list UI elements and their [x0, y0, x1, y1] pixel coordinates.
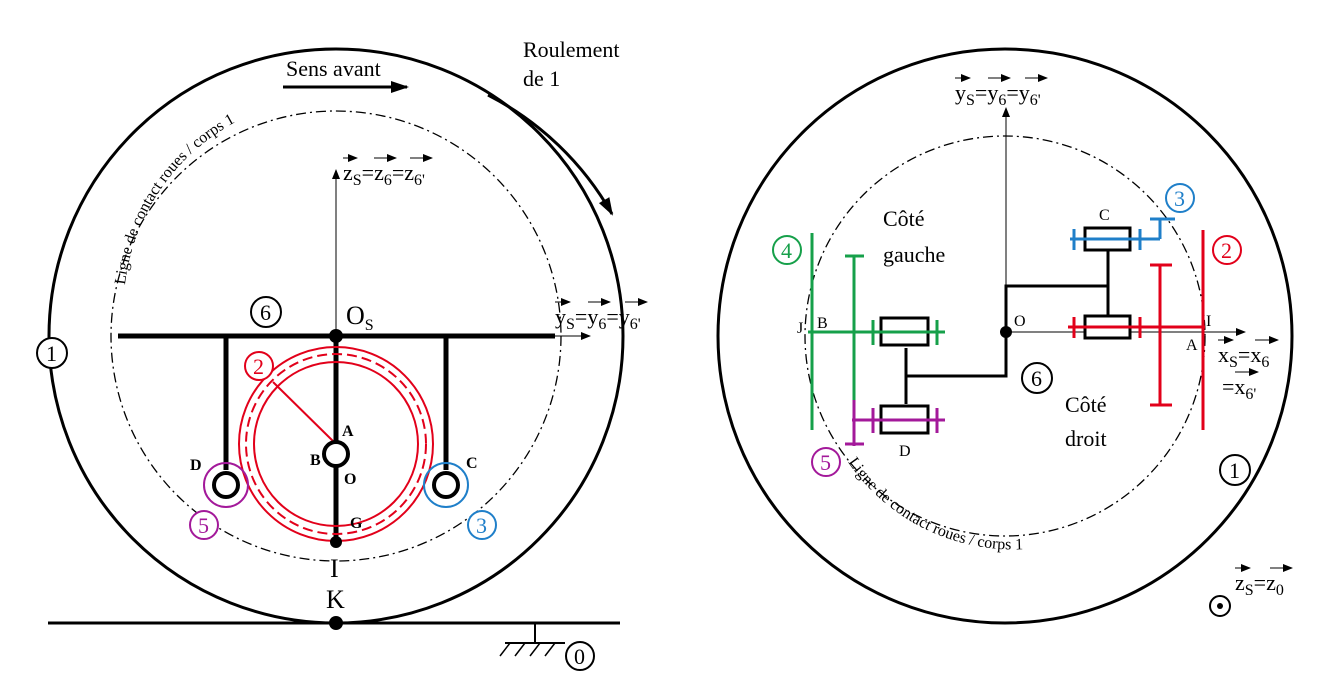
part-3-badge-right — [1165, 183, 1195, 213]
part-2-badge — [244, 351, 274, 381]
body-1-circle-right — [716, 47, 1294, 625]
point-o-right — [1000, 326, 1012, 338]
part-6-badge — [250, 296, 282, 328]
part-0-badge — [565, 641, 595, 671]
pt-a-label: A — [342, 423, 354, 440]
pt-j-label-right: J — [797, 320, 803, 337]
pt-a-label-right: A — [1186, 337, 1198, 354]
axis-y-label-right: yS=y6=y6' — [955, 80, 1041, 109]
part-2-badge-right — [1212, 235, 1242, 265]
part-3-shaft — [1070, 217, 1175, 250]
part-6-label-right: 6 — [1031, 366, 1042, 391]
roller-c-ring — [423, 462, 469, 508]
part-3-label: 3 — [476, 513, 487, 538]
contact-line-circle-right — [804, 135, 1206, 537]
pt-b-label-right: B — [817, 315, 828, 332]
pt-o-label-right: O — [1014, 313, 1026, 330]
part-6-badge-right — [1021, 362, 1053, 394]
cote-droit-line1: Côté — [1065, 392, 1107, 417]
part-5-badge-right — [811, 447, 841, 477]
part-1-badge-right — [1219, 454, 1251, 486]
part-1-label: 1 — [46, 341, 57, 366]
roller-d — [212, 471, 240, 499]
part-4-shaft — [808, 233, 945, 430]
cote-gauche-line1: Côté — [883, 206, 925, 231]
axis-z-label: zS=z6=z6' — [343, 160, 425, 189]
pt-d-label: D — [190, 457, 202, 474]
roulement-label-1: Roulement — [523, 37, 620, 62]
pt-g-label: G — [350, 515, 363, 532]
wheel-2-inner — [253, 361, 419, 527]
part-3-label-right: 3 — [1174, 186, 1185, 211]
point-os-label: OS — [346, 301, 374, 334]
sens-avant-label: Sens avant — [286, 56, 381, 81]
pt-k-label: K — [326, 585, 345, 614]
pt-o-label: O — [344, 471, 356, 488]
part-2-label: 2 — [253, 354, 264, 379]
right-figure: yS=y6=y6' xS=x6 =x6' zS=z0 Côté gauche C… — [716, 47, 1294, 625]
left-figure: Sens avant Roulement de 1 Ligne de conta… — [36, 37, 648, 671]
point-g — [330, 536, 342, 548]
pt-b-label: B — [310, 452, 321, 469]
part-5-label: 5 — [198, 513, 209, 538]
hub-ab — [322, 440, 350, 468]
axis-x-label-right: xS=x6 — [1218, 342, 1269, 371]
part-5-shaft — [845, 400, 945, 446]
cote-gauche-line2: gauche — [883, 242, 945, 267]
part-4-badge-right — [772, 235, 802, 265]
roulement-arrow — [487, 93, 614, 216]
axis-x-label-right-2: =x6' — [1222, 374, 1256, 403]
axis-z-out-dot — [1217, 603, 1223, 609]
contact-line-label-right: Ligne de contact roues / corps 1 — [845, 454, 1024, 553]
part-1-label-right: 1 — [1229, 458, 1240, 483]
part-3-badge — [467, 510, 497, 540]
part-2-shaft — [1068, 230, 1205, 430]
ground-symbol — [499, 623, 565, 657]
pt-c-label-right: C — [1099, 207, 1110, 224]
pt-i-label-right: I — [1206, 313, 1211, 330]
part-1-badge — [36, 337, 68, 369]
pt-i-label: I — [330, 554, 339, 583]
part-6-label: 6 — [260, 300, 271, 325]
roller-c — [432, 471, 460, 499]
axis-z-label-right: zS=z0 — [1235, 570, 1284, 599]
pt-c-label: C — [466, 455, 478, 472]
roller-d-ring — [203, 462, 249, 508]
roulement-label-2: de 1 — [523, 66, 560, 91]
wheel-2-radius — [272, 381, 337, 445]
pt-d-label-right: D — [899, 443, 911, 460]
point-k — [329, 616, 343, 630]
part-4-label-right: 4 — [781, 238, 792, 263]
axis-x-vector-bars-right — [1218, 336, 1279, 376]
part-5-badge — [189, 510, 219, 540]
wheel-2-dashed — [245, 353, 427, 535]
axis-y-label: yS=y6=y6' — [555, 304, 641, 333]
part-2-label-right: 2 — [1221, 238, 1232, 263]
part-0-label: 0 — [574, 644, 585, 669]
part-5-label-right: 5 — [820, 450, 831, 475]
cote-droit-line2: droit — [1065, 426, 1107, 451]
